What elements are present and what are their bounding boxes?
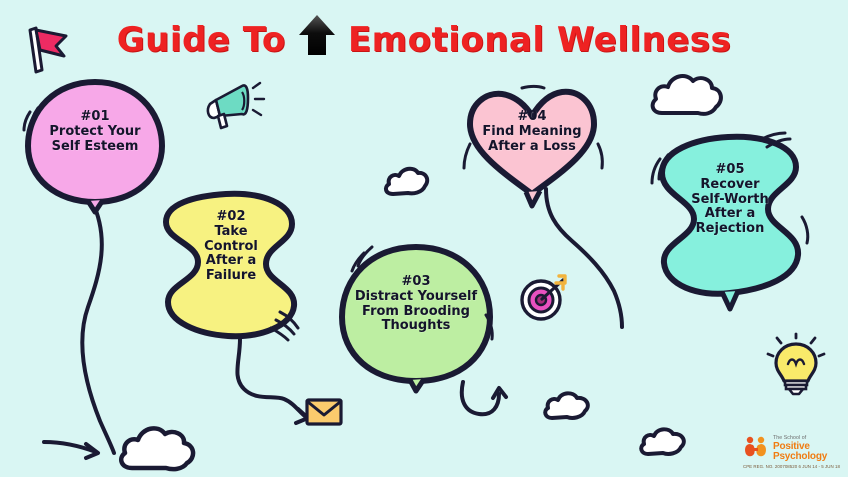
logo-main: The School of Positive Psychology [743,436,827,462]
cloud-mid-center [383,163,433,199]
logo-line-1: The School of [772,435,807,442]
cloud-bottom-left [116,418,200,474]
logo-wordmark: The School of Positive Psychology [773,436,827,461]
balloon-string-04 [510,185,660,335]
logo-line-3: Psychology [772,450,828,462]
title-text-right: Emotional Wellness [347,20,732,60]
envelope-icon [304,396,344,428]
logo-mark-icon [743,436,769,462]
flag-icon [18,20,70,76]
balloon-01[interactable]: #01 Protect Your Self Esteem [22,78,168,215]
cloud-bottom-center-right [638,425,690,459]
cloud-bottom-center-left [542,389,594,423]
balloon-string-01 [30,195,150,455]
logo-registration-text: CPE REG. NO. 200708520 6 JUN 14 - 5 JUN … [742,464,840,469]
page-title: Guide To Emotional Wellness [0,13,848,64]
megaphone-icon [204,80,266,132]
balloon-string-03 [445,378,535,448]
school-of-positive-psychology-logo[interactable]: The School of Positive Psychology CPE RE… [743,436,840,469]
logo-line-2: Positive [772,440,810,452]
balloon-03[interactable]: #03 Distract Yourself From Brooding Thou… [336,243,496,394]
up-arrow-icon [297,13,337,61]
arrow-doodle-left [40,430,110,466]
cloud-top-right [648,66,726,118]
target-icon [518,270,572,322]
lightbulb-icon [766,332,826,396]
title-text-left: Guide To [116,20,286,60]
balloon-05[interactable]: #05 Recover Self-Worth After a Rejection [650,131,810,315]
balloon-04[interactable]: #04 Find Meaning After a Loss [462,85,604,209]
balloon-02[interactable]: #02 Take Control After a Failure [158,190,304,342]
